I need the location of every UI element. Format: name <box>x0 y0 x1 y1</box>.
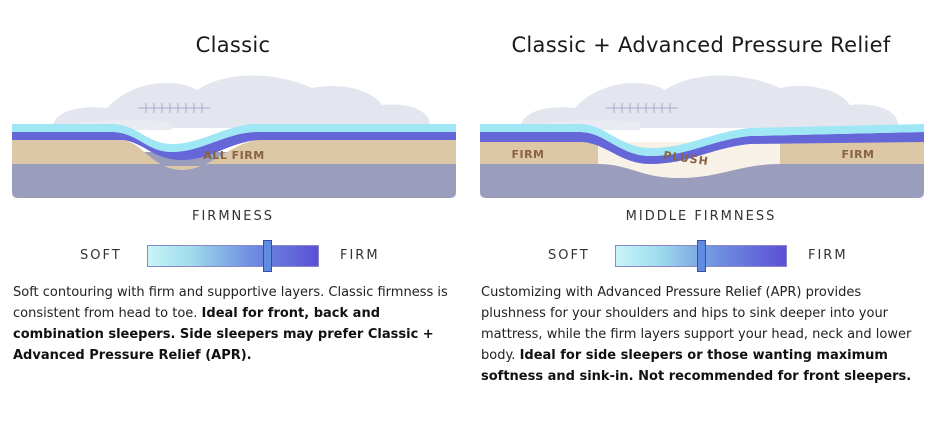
apr-description-emphasis: Ideal for side sleepers or those wanting… <box>481 348 912 384</box>
pillow-stitching <box>606 103 678 113</box>
top-layer <box>12 124 456 152</box>
sleeper-silhouette <box>52 75 431 130</box>
firm-zone-left <box>480 142 598 164</box>
pillow-stitching <box>138 103 210 113</box>
zone-label-all-firm: ALL FIRM <box>203 149 264 162</box>
classic-firmness-heading: FIRMNESS <box>191 209 274 224</box>
firmness-marker <box>696 240 706 272</box>
classic-description: Soft contouring with firm and supportive… <box>13 282 458 366</box>
apr-description: Customizing with Advanced Pressure Relie… <box>481 282 926 387</box>
apr-mattress-illustration: FIRM PLUSH FIRM <box>480 75 924 198</box>
sleeper-silhouette <box>520 75 899 130</box>
classic-firmness-scale: SOFT FIRM <box>8 240 458 272</box>
classic-description-emphasis: Ideal for front, back and combination sl… <box>13 306 434 363</box>
zone-label-firm-left: FIRM <box>511 148 544 161</box>
zone-label-firm-right: FIRM <box>841 148 874 161</box>
classic-description-text: Soft contouring with firm and supportive… <box>13 285 448 321</box>
soft-label: SOFT <box>80 248 122 263</box>
apr-firmness-heading: MIDDLE FIRMNESS <box>625 209 777 224</box>
apr-description-text: Customizing with Advanced Pressure Relie… <box>481 285 912 363</box>
zone-label-plush: PLUSH <box>663 149 710 168</box>
firmness-gradient-bar <box>147 245 319 267</box>
firm-label: FIRM <box>340 248 380 263</box>
classic-title: Classic <box>195 33 271 57</box>
top-layer <box>480 124 924 156</box>
apr-panel: Classic + Advanced Pressure Relief <box>476 0 926 422</box>
purple-layer <box>480 132 924 164</box>
firm-zone-right <box>780 142 924 164</box>
apr-title: Classic + Advanced Pressure Relief <box>511 33 891 57</box>
purple-layer <box>12 132 456 160</box>
firmness-marker <box>262 240 272 272</box>
firm-label: FIRM <box>808 248 848 263</box>
classic-mattress-illustration: ALL FIRM <box>12 75 456 198</box>
apr-firmness-scale: SOFT FIRM <box>476 240 926 272</box>
classic-panel: Classic ALL FIRM FIRMNESS <box>8 0 458 422</box>
soft-label: SOFT <box>548 248 590 263</box>
firm-layer <box>12 140 456 170</box>
